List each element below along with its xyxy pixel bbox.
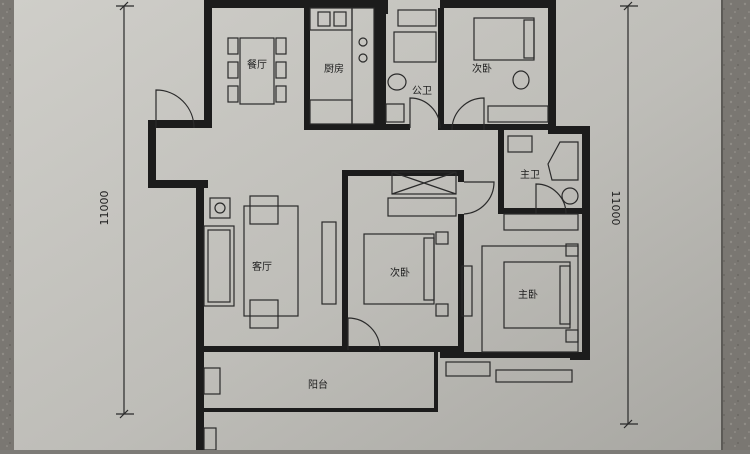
top-bedroom-furniture	[473, 17, 549, 123]
room-label-balcony: 阳台	[308, 378, 328, 391]
walls	[148, 0, 590, 450]
room-label-public-bath: 公卫	[412, 86, 432, 97]
room-label-master-bedroom: 主卧	[518, 288, 538, 301]
room-label-dining: 餐厅	[247, 58, 267, 71]
door-swings	[155, 89, 567, 351]
room-label-master-bath: 主卫	[520, 169, 540, 181]
dining-table	[227, 37, 287, 105]
room-label-bedroom-top: 次卧	[472, 62, 492, 75]
dimension-label-right: 11000	[609, 191, 622, 226]
living-furniture	[203, 195, 337, 329]
room-label-bedroom-mid: 次卧	[390, 266, 410, 279]
room-label-living: 客厅	[252, 260, 272, 273]
master-bath-fixtures	[503, 135, 579, 231]
middle-bedroom-furniture	[363, 171, 457, 317]
dimension-line-left	[116, 1, 134, 419]
kitchen-counters	[309, 7, 375, 125]
master-bedroom-furniture	[461, 243, 579, 353]
dimension-line-right	[620, 1, 638, 429]
dimension-label-left: 11000	[98, 191, 111, 226]
public-bath-fixtures	[385, 9, 437, 123]
metal-plate	[14, 0, 722, 450]
room-label-kitchen: 厨房	[324, 62, 344, 75]
